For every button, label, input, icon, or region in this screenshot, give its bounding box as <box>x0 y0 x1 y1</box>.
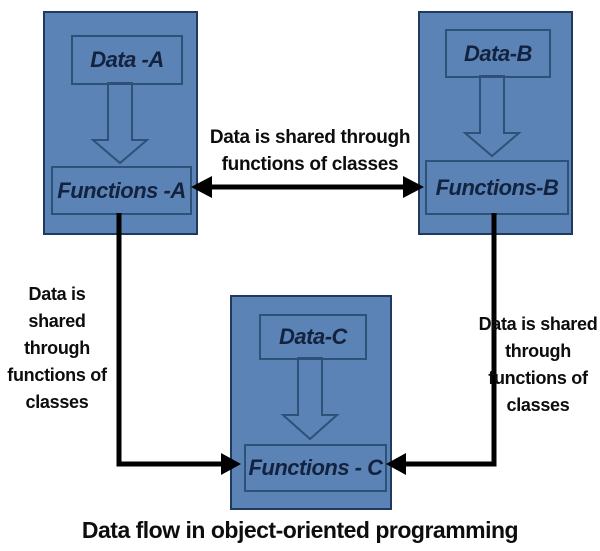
data-c-box: Data-C <box>259 314 367 360</box>
functions-c-box: Functions - C <box>244 444 387 492</box>
diagram-caption: Data flow in object-oriented programming <box>81 517 519 543</box>
shared-data-label-right: Data is shared through functions of clas… <box>478 314 598 415</box>
data-b-label: Data-B <box>464 40 532 66</box>
shared-data-label-left: Data is shared through functions of clas… <box>7 284 107 412</box>
functions-c-label: Functions - C <box>248 455 383 480</box>
data-c-label: Data-C <box>279 324 347 349</box>
data-a-label: Data -A <box>90 47 164 72</box>
functions-a-box: Functions -A <box>51 166 192 215</box>
functions-b-box: Functions-B <box>425 160 569 215</box>
data-b-box: Data-B <box>445 29 551 78</box>
data-a-box: Data -A <box>71 35 183 85</box>
arrow-functions-a-functions-b <box>191 176 424 198</box>
functions-a-label: Functions -A <box>57 177 186 203</box>
object-c-box: Data-C Functions - C <box>230 295 392 510</box>
arrow-functions-a-to-functions-c <box>116 213 241 475</box>
functions-b-label: Functions-B <box>435 174 559 200</box>
object-b-box: Data-B Functions-B <box>418 11 573 235</box>
object-a-box: Data -A Functions -A <box>43 11 198 235</box>
shared-data-label-center: Data is shared through functions of clas… <box>209 127 411 175</box>
